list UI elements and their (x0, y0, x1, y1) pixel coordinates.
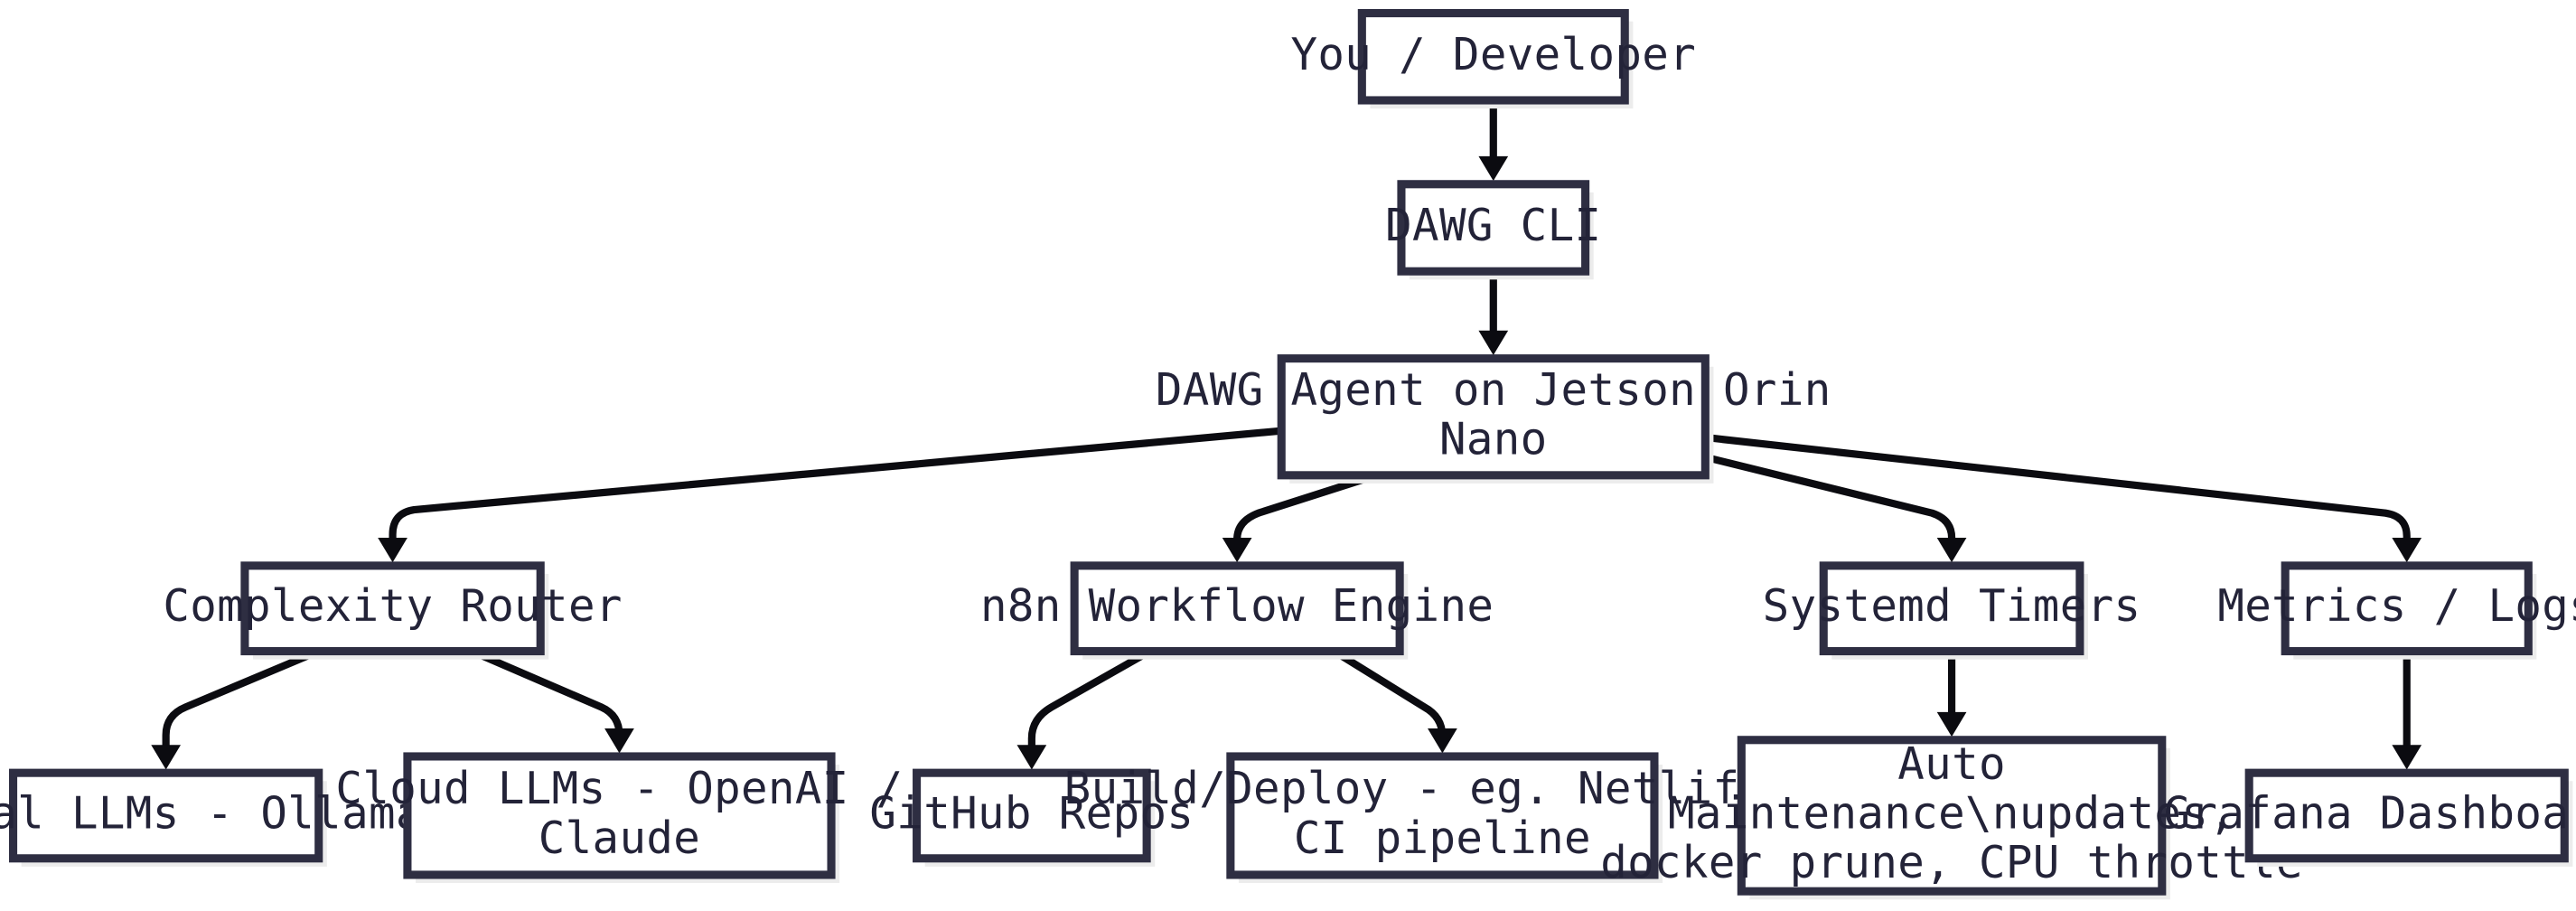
systemd-timers-node-box[interactable] (1819, 561, 2084, 656)
grafana-dashboards-node[interactable]: Grafana Dashboards (2164, 768, 2576, 867)
edge-n8n-to-builddeploy-line (1332, 648, 1447, 741)
edge-agent-to-systemd-line (1704, 453, 1956, 543)
complexity-router-node-box[interactable] (240, 561, 545, 656)
build-deploy-node-label-line: Build/Deploy - eg. Netlify / (1064, 762, 1821, 814)
edge-n8n-to-builddeploy (1332, 648, 1457, 754)
edge-systemd-to-automaint-arrowhead-icon (1936, 711, 1967, 737)
cloud-llms-node-label-line: Cloud LLMs - OpenAI / (335, 762, 903, 814)
metrics-logs-node[interactable]: Metrics / Logs (2217, 561, 2576, 660)
github-repos-node-box[interactable] (913, 768, 1151, 863)
you-developer-node-label: You / Developer (1290, 27, 1696, 80)
cloud-llms-node-label: Cloud LLMs - OpenAI /Claude (335, 762, 903, 864)
dawg-agent-node-label-line: Nano (1439, 412, 1548, 465)
metrics-logs-node-label: Metrics / Logs (2217, 579, 2576, 632)
cloud-llms-node[interactable]: Cloud LLMs - OpenAI /Claude (335, 752, 903, 884)
edge-cli-to-agent (1478, 271, 1509, 356)
systemd-timers-node[interactable]: Systemd Timers (1763, 561, 2141, 660)
you-developer-node[interactable]: You / Developer (1290, 9, 1696, 109)
edge-agent-to-metrics (1704, 433, 2422, 563)
local-llms-ollama-node-box[interactable] (9, 768, 323, 863)
edge-agent-to-metrics-line (1704, 433, 2411, 543)
dawg-agent-node-label-line: DAWG Agent on Jetson Orin (1156, 362, 1831, 415)
edge-router-to-ollama-arrowhead-icon (151, 745, 182, 770)
edge-agent-to-systemd (1704, 453, 1967, 563)
edge-agent-to-n8n-line (1233, 471, 1378, 543)
complexity-router-node-label: Complexity Router (163, 579, 622, 632)
edge-agent-to-n8n (1222, 471, 1378, 563)
local-llms-ollama-node-label-line: Local LLMs - Ollama (0, 786, 423, 839)
edge-router-to-cloudllm-arrowhead-icon (604, 728, 634, 754)
edge-n8n-to-github (1016, 647, 1152, 770)
auto-maintenance-node-label-line: Maintenance\nupdates, (1668, 786, 2235, 839)
edge-n8n-to-github-arrowhead-icon (1016, 745, 1047, 770)
edge-agent-to-n8n-arrowhead-icon (1222, 537, 1252, 563)
edge-you-to-cli-arrowhead-icon (1478, 155, 1509, 182)
dawg-cli-node-label-line: DAWG CLI (1385, 198, 1601, 250)
systemd-timers-node-label-line: Systemd Timers (1763, 579, 2141, 632)
auto-maintenance-node-label-line: Auto (1897, 737, 2006, 789)
edge-n8n-to-github-line (1027, 647, 1152, 750)
build-deploy-node-label: Build/Deploy - eg. Netlify /CI pipeline (1064, 762, 1821, 864)
edge-metrics-to-grafana (2392, 651, 2422, 770)
auto-maintenance-node-label-line: docker prune, CPU throttle (1600, 836, 2303, 888)
edge-router-to-ollama-line (162, 647, 321, 750)
cloud-llms-node-label-line: Claude (539, 811, 700, 863)
grafana-dashboards-node-box[interactable] (2244, 768, 2569, 863)
metrics-logs-node-box[interactable] (2281, 561, 2533, 656)
edge-agent-to-router-arrowhead-icon (378, 537, 407, 563)
github-repos-node-label: GitHub Repos (869, 786, 1194, 839)
edge-router-to-cloudllm-line (470, 647, 623, 739)
complexity-router-node[interactable]: Complexity Router (163, 561, 622, 660)
dawg-cli-node[interactable]: DAWG CLI (1385, 180, 1601, 280)
metrics-logs-node-label-line: Metrics / Logs (2217, 579, 2576, 632)
n8n-workflow-engine-node-box[interactable] (1070, 561, 1404, 656)
you-developer-node-label-line: You / Developer (1290, 27, 1696, 80)
edge-router-to-cloudllm (470, 647, 634, 754)
edge-agent-to-metrics-arrowhead-icon (2392, 537, 2422, 563)
you-developer-node-box[interactable] (1357, 9, 1629, 105)
systemd-timers-node-label: Systemd Timers (1763, 579, 2141, 632)
edge-router-to-ollama (151, 647, 321, 770)
build-deploy-node[interactable]: Build/Deploy - eg. Netlify /CI pipeline (1064, 752, 1821, 884)
edge-cli-to-agent-arrowhead-icon (1478, 330, 1509, 356)
github-repos-node-label-line: GitHub Repos (869, 786, 1194, 839)
n8n-workflow-engine-node-label-line: n8n Workflow Engine (980, 579, 1494, 632)
build-deploy-node-box[interactable] (1226, 752, 1659, 879)
edge-agent-to-router (378, 427, 1282, 563)
edge-n8n-to-builddeploy-arrowhead-icon (1428, 728, 1457, 754)
auto-maintenance-node-box[interactable] (1737, 736, 2167, 896)
n8n-workflow-engine-node-label: n8n Workflow Engine (980, 579, 1494, 632)
n8n-workflow-engine-node[interactable]: n8n Workflow Engine (980, 561, 1494, 660)
edge-systemd-to-automaint (1936, 651, 1967, 737)
edge-metrics-to-grafana-arrowhead-icon (2392, 745, 2422, 770)
dawg-agent-node-box[interactable] (1277, 354, 1710, 480)
local-llms-ollama-node-label: Local LLMs - Ollama (0, 786, 423, 839)
complexity-router-node-label-line: Complexity Router (163, 579, 622, 632)
dawg-cli-node-box[interactable] (1397, 180, 1590, 276)
grafana-dashboards-node-label: Grafana Dashboards (2164, 786, 2576, 839)
github-repos-node[interactable]: GitHub Repos (869, 768, 1194, 867)
build-deploy-node-label-line: CI pipeline (1294, 811, 1591, 863)
cloud-llms-node-box[interactable] (403, 752, 836, 879)
dawg-cli-node-label: DAWG CLI (1385, 198, 1601, 250)
edge-agent-to-systemd-arrowhead-icon (1936, 537, 1967, 563)
grafana-dashboards-node-label-line: Grafana Dashboards (2164, 786, 2576, 839)
local-llms-ollama-node[interactable]: Local LLMs - Ollama (0, 768, 423, 867)
edges-layer (151, 99, 2422, 770)
edge-you-to-cli (1478, 99, 1509, 182)
edge-agent-to-router-line (389, 427, 1282, 543)
